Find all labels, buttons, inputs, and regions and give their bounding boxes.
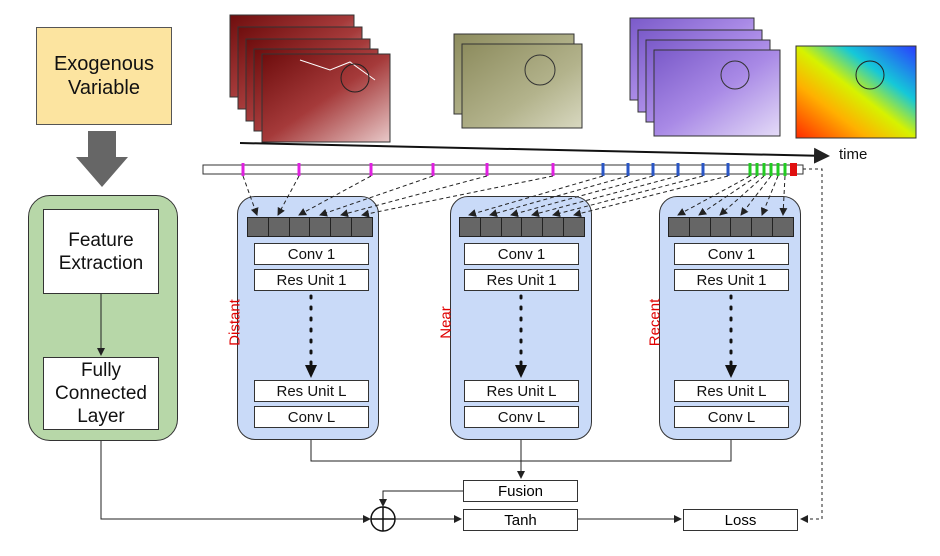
time-arrow [239,142,830,164]
near-dashed-links [468,175,729,218]
near-ticks [601,163,730,176]
recent-map [795,45,917,139]
distant-res-unit-l-label: Res Unit L [276,382,347,400]
feature-extraction-box: Feature Extraction [43,209,159,294]
fusion-to-sum-arrow [379,490,463,507]
distant-map-stack [229,14,391,143]
near-res-unit-l: Res Unit L [464,380,579,402]
branch-arrowheads [305,365,737,378]
recent-res-unit-1-label: Res Unit 1 [696,271,767,289]
recent-dashed-links [677,175,788,216]
fusion-label: Fusion [497,482,544,500]
distant-res-unit-1: Res Unit 1 [254,269,369,291]
recent-res-unit-l-label: Res Unit L [696,382,767,400]
ground-truth-to-loss-arrow [800,168,823,523]
near-res-unit-1: Res Unit 1 [464,269,579,291]
distant-dashed-links [242,175,554,218]
recent-conv1-label: Conv 1 [707,245,756,263]
near-map-stack [453,33,583,129]
near-res-unit-l-label: Res Unit L [486,382,557,400]
distant-conv-l-label: Conv L [287,408,336,426]
fusion-box: Fusion [463,480,578,502]
near-conv1: Conv 1 [464,243,579,265]
recent-conv1: Conv 1 [674,243,789,265]
fully-connected-layer-label: Fully Connected Layer [55,360,147,427]
distant-res-unit-1-label: Res Unit 1 [276,271,347,289]
loss-label: Loss [724,511,757,529]
current-tick [790,163,797,176]
recent-res-unit-l: Res Unit L [674,380,789,402]
recent-conv-l: Conv L [674,406,789,428]
recent-ticks [748,163,787,176]
distant-conv-l: Conv L [254,406,369,428]
distant-res-unit-l: Res Unit L [254,380,369,402]
tanh-label: Tanh [504,511,537,529]
timeline-bar [202,164,804,175]
feature-extraction-label: Feature Extraction [58,229,144,274]
exogenous-down-arrow [76,131,128,187]
distant-input-strip [247,217,373,237]
fully-connected-layer-box: Fully Connected Layer [43,357,159,430]
external-to-sum-arrow [100,441,371,523]
near-input-strip [459,217,585,237]
exogenous-variable-label: Exogenous Variable [53,53,155,99]
exogenous-variable-box: Exogenous Variable [36,27,172,125]
recent-res-unit-1: Res Unit 1 [674,269,789,291]
tanh-box: Tanh [463,509,578,531]
near-purple-map-stack [629,17,781,137]
sum-operator-icon [370,506,396,532]
branch-dotted-arrows [309,294,733,368]
distant-conv1-label: Conv 1 [287,245,336,263]
distant-conv1: Conv 1 [254,243,369,265]
recent-input-strip [668,217,794,237]
loss-box: Loss [683,509,798,531]
distant-ticks [241,163,555,176]
near-conv-l-label: Conv L [497,408,546,426]
recent-conv-l-label: Conv L [707,408,756,426]
near-conv1-label: Conv 1 [497,245,546,263]
time-axis-label: time [839,146,868,163]
near-conv-l: Conv L [464,406,579,428]
near-res-unit-1-label: Res Unit 1 [486,271,557,289]
